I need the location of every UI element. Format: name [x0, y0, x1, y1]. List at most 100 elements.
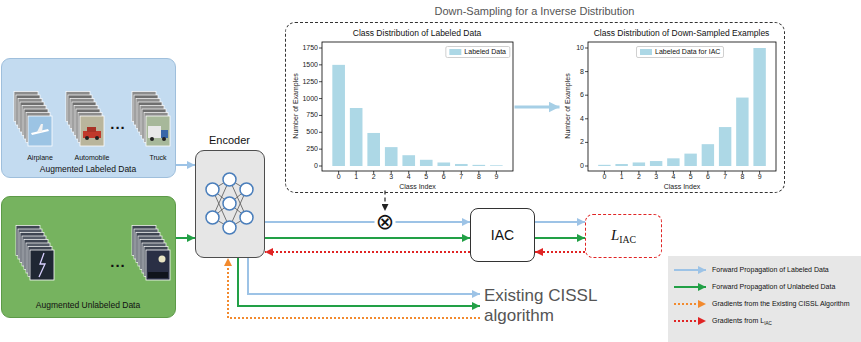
histogram-bar — [437, 162, 450, 166]
chart-title: Class Distribution of Down-Sampled Examp… — [594, 29, 770, 39]
class-label: Automobile — [74, 154, 109, 162]
truck-cab — [161, 130, 168, 138]
ellipsis: ... — [110, 115, 126, 132]
unlabeled-data-box: ... Augmented Unlabeled Data — [1, 196, 176, 318]
group-heading: Down-Sampling for a Inverse Distribution — [435, 4, 635, 17]
tick-label: 1750 — [302, 44, 318, 52]
legend-item: Gradients from LIAC — [712, 317, 772, 325]
tick-label: 1000 — [302, 95, 318, 103]
histogram-bar — [667, 158, 679, 166]
car-wheel — [95, 136, 99, 140]
network-neuron — [223, 173, 236, 186]
connector-arrow — [535, 251, 585, 253]
skyline-shape — [148, 272, 168, 278]
connector-arrow — [176, 164, 195, 166]
histogram-bar — [753, 48, 765, 166]
lightning-shape — [39, 253, 45, 277]
class-label: Airplane — [27, 154, 53, 162]
tick-label: 9 — [494, 173, 498, 181]
image-thumbnail — [146, 250, 170, 280]
legend-text: Labeled Data — [464, 48, 506, 56]
tick-label: 2 — [637, 173, 641, 181]
legend-panel — [668, 256, 861, 342]
histogram-bar — [615, 163, 627, 165]
network-neuron — [206, 183, 219, 196]
legend-item: Labeled Data — [445, 46, 510, 58]
airplane-wing — [37, 124, 43, 132]
tick-label: 1 — [354, 173, 358, 181]
tick-label: 750 — [306, 112, 318, 120]
car-wheel — [85, 136, 89, 140]
connector-arrow — [384, 191, 385, 212]
encoder-box: Encoder — [195, 150, 265, 258]
histogram-bar — [349, 108, 362, 166]
plot-frame — [322, 42, 513, 171]
legend-item: Forward Propagation of Labeled Data — [712, 266, 829, 274]
legend-item: Forward Propagation of Unlabeled Data — [712, 283, 835, 291]
network-neuron — [206, 211, 219, 224]
legend-sample — [674, 269, 706, 271]
tick-mark — [319, 64, 322, 65]
tick-label: 5 — [424, 173, 428, 181]
module-name: IAC — [491, 227, 514, 243]
truck-wheel — [150, 137, 154, 141]
histogram-bar — [454, 163, 467, 165]
tick-mark — [373, 171, 374, 174]
legend-text: Gradients from LIAC — [712, 317, 772, 324]
tick-mark — [621, 171, 622, 174]
tick-label: 2 — [372, 173, 376, 181]
tick-label: 2 — [580, 139, 584, 147]
loss-box: LIAC — [585, 214, 662, 258]
connector-arrow — [396, 221, 471, 223]
tick-mark — [724, 171, 725, 174]
network-neuron — [223, 221, 236, 234]
class-label: Truck — [149, 154, 166, 162]
ellipsis: ... — [110, 253, 126, 270]
tick-mark — [338, 171, 339, 174]
connector-arrow — [265, 251, 470, 253]
legend-sample — [674, 320, 706, 322]
tick-label: 6 — [706, 173, 710, 181]
tick-label: 1500 — [302, 61, 318, 69]
tick-label: 8 — [740, 173, 744, 181]
connector-arrow — [265, 221, 375, 223]
truck-wheel — [162, 137, 166, 141]
tick-label: 8 — [580, 68, 584, 76]
tick-label: 7 — [459, 173, 463, 181]
iac-box: IAC — [470, 208, 535, 262]
tick-mark — [425, 171, 426, 174]
histogram-bar — [490, 164, 503, 166]
algorithm-name: Existing CISSL algorithm — [484, 286, 644, 325]
histogram-bar — [632, 162, 644, 166]
tick-label: 1 — [620, 173, 624, 181]
tick-label: 500 — [306, 128, 318, 136]
tick-label: 1250 — [302, 78, 318, 86]
tick-mark — [319, 81, 322, 82]
tick-mark — [390, 171, 391, 174]
moon-shape — [159, 256, 166, 263]
tick-mark — [672, 171, 673, 174]
connector-arrow — [535, 237, 585, 239]
network-neuron — [223, 197, 236, 210]
tick-mark — [319, 131, 322, 132]
algorithm-label: Existing CISSL algorithm — [480, 282, 650, 330]
axis-title: Number of Examples — [564, 73, 572, 138]
multiply-symbol: ⊗ — [375, 211, 396, 233]
tick-label: 4 — [407, 173, 411, 181]
box-caption: Augmented Unlabeled Data — [36, 301, 140, 311]
histogram-bar — [701, 144, 713, 166]
legend-text: Forward Propagation of Labeled Data — [712, 266, 829, 273]
tick-label: 8 — [477, 173, 481, 181]
tick-mark — [759, 171, 760, 174]
image-thumbnail — [28, 116, 52, 146]
tick-mark — [585, 94, 588, 95]
connector-arrow — [535, 221, 585, 223]
tick-mark — [655, 171, 656, 174]
network-neuron — [240, 211, 253, 224]
multiply-sign: ⊗ — [376, 211, 394, 233]
legend-swatch — [640, 49, 652, 55]
histogram-bar — [384, 147, 397, 166]
legend-sample — [674, 286, 706, 288]
tick-mark — [495, 171, 496, 174]
